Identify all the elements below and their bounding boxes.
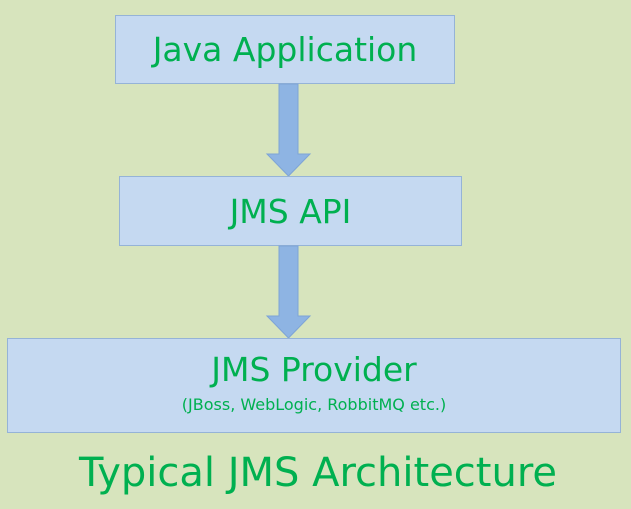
down-arrow-icon [265, 83, 312, 177]
jms-provider-label: JMS Provider [211, 349, 417, 389]
jms-api-label: JMS API [229, 191, 352, 231]
jms-provider-box: JMS Provider (JBoss, WebLogic, RobbitMQ … [7, 338, 621, 433]
down-arrow-icon [265, 245, 312, 339]
java-application-label: Java Application [152, 30, 418, 69]
java-application-box: Java Application [115, 15, 455, 84]
jms-api-box: JMS API [119, 176, 462, 246]
jms-provider-examples: (JBoss, WebLogic, RobbitMQ etc.) [181, 394, 447, 414]
diagram-caption: Typical JMS Architecture [79, 450, 558, 496]
